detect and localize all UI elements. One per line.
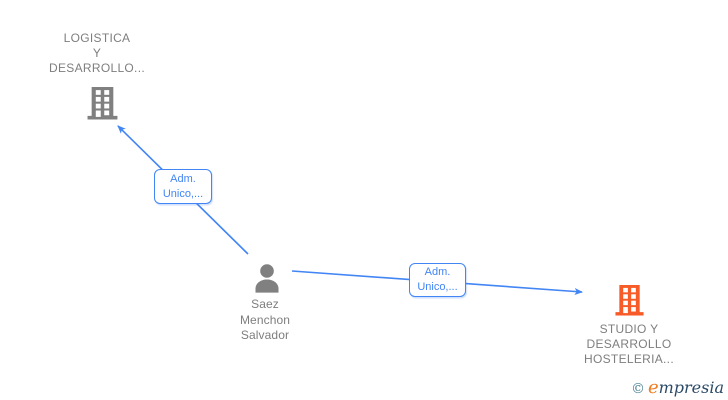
edge-label-adm-unico-1[interactable]: Adm. Unico,... <box>154 169 212 204</box>
person-icon <box>255 264 279 293</box>
empresia-logo-text: mpresia <box>658 378 724 397</box>
edge-label-line: Unico,... <box>162 187 204 200</box>
edge-label-adm-unico-2[interactable]: Adm. Unico,... <box>409 263 466 297</box>
node-label-line: Y <box>92 46 102 60</box>
edge-label-line: Adm. <box>170 172 196 185</box>
copyright-icon: © <box>630 381 645 397</box>
node-label-line: Menchon <box>239 312 291 327</box>
node-saez-label: Saez Menchon Salvador <box>205 297 325 344</box>
node-label-line: LOGISTICA <box>63 31 131 45</box>
node-studio-label: STUDIO Y DESARROLLO HOSTELERIA... <box>549 322 709 367</box>
building-icon <box>615 285 644 316</box>
node-label-line: Saez <box>251 297 279 311</box>
node-label-line: DESARROLLO... <box>49 61 145 75</box>
node-label-line: STUDIO Y <box>599 322 659 336</box>
building-icon <box>87 87 118 120</box>
node-label-line: Salvador <box>240 328 290 342</box>
node-label-line: DESARROLLO <box>586 337 672 351</box>
empresia-logo-e: e <box>647 377 659 398</box>
node-logistica-label: LOGISTICA Y DESARROLLO... <box>27 31 167 76</box>
node-label-line: HOSTELERIA... <box>584 352 674 366</box>
empresia-logo[interactable]: ©empresia <box>631 377 724 398</box>
edge-label-line: Unico,... <box>417 281 458 293</box>
edge-label-line: Adm. <box>424 266 451 278</box>
